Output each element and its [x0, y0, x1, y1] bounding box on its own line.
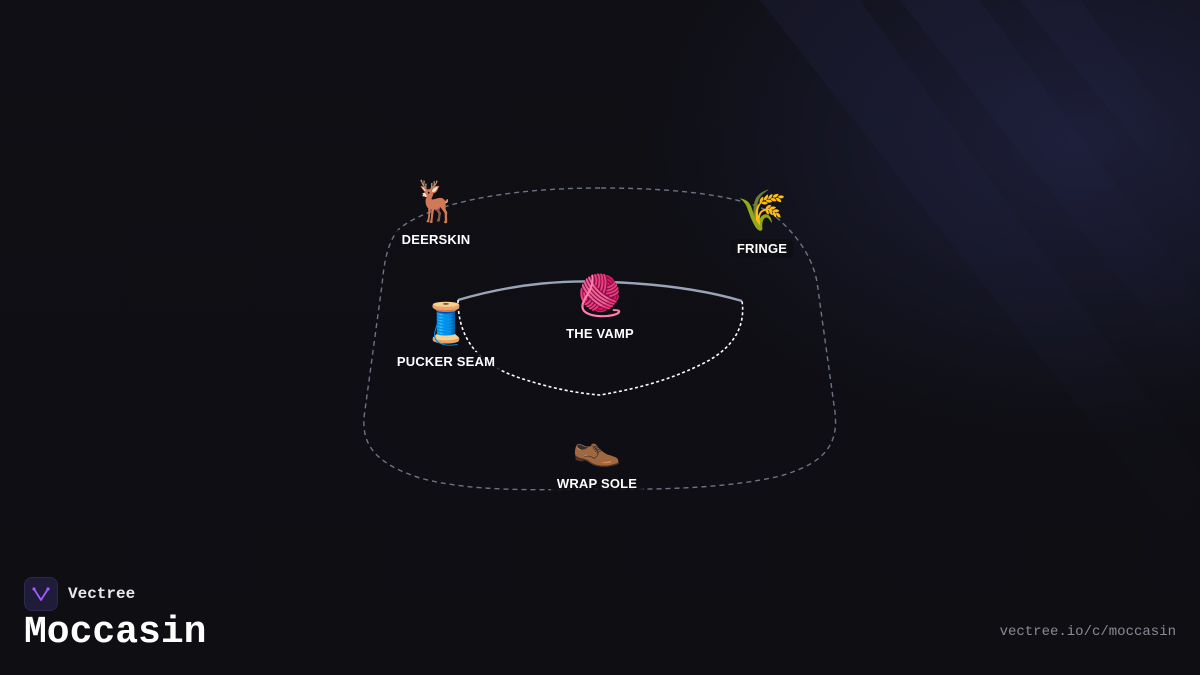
shoe-outline [363, 187, 837, 491]
yarn-ball-icon: 🧶 [575, 273, 625, 319]
node-pucker-seam[interactable]: 🧵 PUCKER SEAM [390, 300, 502, 371]
node-label-deerskin: DEERSKIN [395, 230, 477, 249]
node-wrap-sole[interactable]: 👞 WRAP SOLE [550, 422, 644, 493]
vectree-logo-glyph [32, 587, 50, 601]
page-url[interactable]: vectree.io/c/moccasin [999, 624, 1176, 640]
wheat-sheaf-icon: 🌾 [737, 188, 787, 234]
node-fringe[interactable]: 🌾 FRINGE [730, 187, 794, 258]
page-title: Moccasin [24, 611, 207, 654]
deer-icon: 🦌 [411, 179, 461, 225]
node-label-fringe: FRINGE [730, 239, 794, 258]
node-label-wrap-sole: WRAP SOLE [550, 474, 644, 493]
vamp-stitch-line [457, 299, 744, 396]
shoe-icon: 👞 [572, 423, 622, 469]
node-label-the-vamp: THE VAMP [560, 324, 640, 343]
brand[interactable]: Vectree [24, 577, 135, 611]
thread-spool-icon: 🧵 [421, 301, 471, 347]
brand-name: Vectree [68, 585, 136, 603]
vectree-logo-icon [24, 577, 58, 611]
node-label-pucker-seam: PUCKER SEAM [390, 352, 502, 371]
vamp-top-seam [457, 280, 743, 303]
node-the-vamp[interactable]: 🧶 THE VAMP [560, 272, 640, 343]
node-deerskin[interactable]: 🦌 DEERSKIN [395, 178, 477, 249]
